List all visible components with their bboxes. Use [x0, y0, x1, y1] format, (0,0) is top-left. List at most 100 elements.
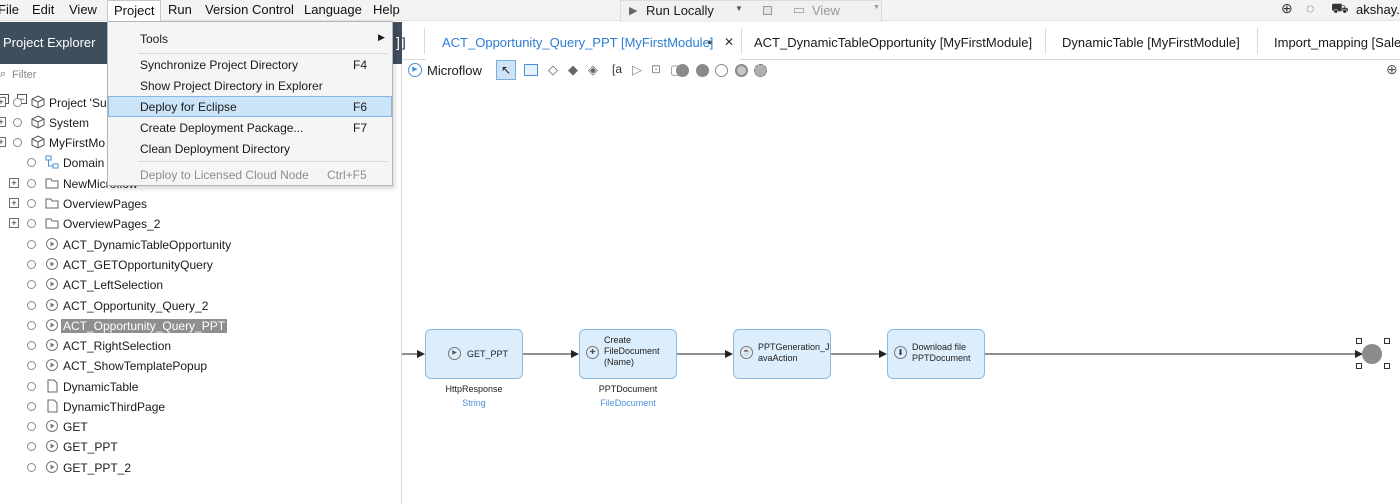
merge-tool-icon[interactable]: ◆ — [568, 62, 578, 77]
flow-node-get-ppt[interactable]: ▶ GET_PPT — [425, 329, 523, 379]
tree-item[interactable]: GET_PPT — [0, 437, 400, 457]
parameter-tool-icon[interactable]: ▷ — [632, 62, 642, 77]
selection-handle[interactable] — [1384, 338, 1390, 344]
menu-item-tools[interactable]: Tools ▶ — [140, 32, 385, 46]
tree-item[interactable]: + Project 'Su — [0, 93, 400, 113]
menu-edit[interactable]: Edit — [32, 2, 55, 17]
expand-icon[interactable]: + — [9, 198, 19, 208]
menu-run[interactable]: Run — [168, 2, 192, 17]
tree-item[interactable]: ACT_ShowTemplatePopup — [0, 356, 400, 376]
tree-item-label: GET_PPT_2 — [63, 461, 132, 475]
menu-project[interactable]: Project — [107, 0, 162, 21]
tree-item[interactable]: GET — [0, 417, 400, 437]
tree-item[interactable]: ACT_Opportunity_Query_PPT — [0, 316, 400, 336]
expand-icon[interactable]: + — [0, 97, 6, 107]
play-icon[interactable]: ▶ — [629, 5, 638, 17]
menu-version-control[interactable]: Version Control — [205, 2, 294, 17]
tree-item[interactable]: ACT_DynamicTableOpportunity — [0, 235, 400, 255]
tree-item[interactable]: + MyFirstMo — [0, 133, 400, 153]
box-icon — [31, 135, 45, 149]
chat-icon[interactable]: ◌ — [1306, 0, 1315, 16]
expand-icon[interactable]: + — [0, 137, 6, 147]
tab-act-opportunity-query-ppt[interactable]: ACT_Opportunity_Query_PPT [MyFirstModule… — [426, 22, 740, 60]
end-event[interactable] — [1362, 344, 1382, 364]
loop-tool-icon[interactable]: ◈ — [588, 62, 598, 77]
tree-item[interactable]: ACT_LeftSelection — [0, 275, 400, 295]
flow-node-create-filedocument[interactable]: ✚ Create FileDocument (Name) — [579, 329, 677, 379]
pointer-tool-icon[interactable]: ↖ — [496, 60, 516, 80]
menu-item-synchronize[interactable]: Synchronize Project Directory F4 — [140, 58, 368, 72]
menu-item-deploy-cloud: Deploy to Licensed Cloud Node Ctrl+F5 — [140, 168, 367, 182]
node-caption: PPTDocument — [598, 384, 658, 394]
microflow-canvas[interactable]: ▶ GET_PPT HttpResponse String ✚ Create F… — [402, 82, 1400, 504]
tree-item[interactable]: ACT_Opportunity_Query_2 — [0, 296, 400, 316]
tab-import-mapping[interactable]: Import_mapping [Sale — [1274, 35, 1400, 50]
tab-previous[interactable]: ] — [402, 35, 406, 50]
tree-item[interactable]: +OverviewPages — [0, 194, 400, 214]
menu-item-clean-directory[interactable]: Clean Deployment Directory — [140, 142, 291, 156]
event-tool-icon[interactable] — [524, 64, 538, 76]
tree-item-label: MyFirstMo — [49, 136, 105, 150]
tree-item-label: Project 'Su — [49, 96, 107, 110]
status-circle-icon — [27, 361, 36, 370]
filter-box[interactable]: ⌕ Filter — [0, 66, 402, 86]
status-circle-icon — [27, 199, 36, 208]
menu-separator — [138, 53, 388, 54]
end-event-icon[interactable] — [676, 64, 689, 77]
menu-item-show-directory[interactable]: Show Project Directory in Explorer — [140, 79, 323, 93]
selection-handle[interactable] — [1356, 338, 1362, 344]
expand-icon[interactable]: + — [0, 117, 6, 127]
explorer-bracket: ] — [396, 34, 400, 50]
tree-item[interactable]: +OverviewPages_2 — [0, 214, 400, 234]
tab-dynamictable[interactable]: DynamicTable [MyFirstModule] — [1062, 35, 1240, 50]
selection-handle[interactable] — [1384, 363, 1390, 369]
activity-tool-icon[interactable]: ⊡ — [651, 62, 662, 76]
status-circle-icon — [13, 98, 22, 107]
status-circle-icon — [27, 158, 36, 167]
node-label: avaAction — [758, 353, 798, 363]
tree-item[interactable]: DynamicThirdPage — [0, 397, 400, 417]
menu-view[interactable]: View — [69, 2, 97, 17]
tree-item[interactable]: ACT_GETOpportunityQuery — [0, 255, 400, 275]
view-button[interactable]: View — [812, 3, 840, 18]
menu-help[interactable]: Help — [373, 2, 400, 17]
expand-icon[interactable]: + — [9, 178, 19, 188]
continue-event-icon[interactable] — [715, 64, 728, 77]
flow-node-ppt-generation[interactable]: ☕ PPTGeneration_J avaAction — [733, 329, 831, 379]
microflow-toolbar: ▶ Microflow ↖ ◇ ◆ ◈ [a ▷ ⊡ ▢ ⊕ — [402, 60, 1400, 82]
tree-item[interactable]: DynamicTable — [0, 377, 400, 397]
stop-icon[interactable] — [763, 6, 772, 15]
menu-item-deploy-eclipse[interactable]: Deploy for Eclipse F6 — [108, 96, 392, 117]
user-name[interactable]: akshay.c — [1356, 2, 1400, 17]
node-label: Download file — [912, 342, 967, 352]
tab-act-dynamictableopportunity[interactable]: ACT_DynamicTableOpportunity [MyFirstModu… — [754, 35, 1033, 50]
status-circle-icon — [27, 463, 36, 472]
run-locally-button[interactable]: Run Locally — [646, 3, 714, 18]
tree-item-label: ACT_DynamicTableOpportunity — [63, 238, 232, 252]
tree-item[interactable]: +System — [0, 113, 400, 133]
split-tool-icon[interactable]: ◇ — [548, 62, 558, 77]
close-icon[interactable]: ✕ — [724, 35, 735, 49]
break-event-icon[interactable] — [735, 64, 748, 77]
zoom-icon[interactable]: ⊕ — [1386, 61, 1398, 77]
expand-icon[interactable]: + — [9, 218, 19, 228]
folder-icon — [45, 196, 59, 210]
tree-item[interactable]: ACT_RightSelection — [0, 336, 400, 356]
menu-item-create-package[interactable]: Create Deployment Package... F7 — [140, 121, 368, 135]
chevron-down-icon[interactable]: ▼ — [735, 4, 743, 13]
cart-icon[interactable]: ⛟ — [1331, 0, 1349, 16]
tree-item[interactable]: GET_PPT_2 — [0, 458, 400, 478]
chevron-down-icon[interactable]: ▼ — [873, 4, 880, 11]
monitor-icon: ▭ — [793, 2, 806, 17]
settings-event-icon[interactable] — [754, 64, 767, 77]
globe-icon[interactable]: ⊕ — [1281, 0, 1293, 16]
menu-language[interactable]: Language — [304, 2, 362, 17]
status-circle-icon — [27, 442, 36, 451]
error-event-icon[interactable] — [696, 64, 709, 77]
annotation-tool-icon[interactable]: [a — [612, 62, 623, 76]
selection-handle[interactable] — [1356, 363, 1362, 369]
menu-file[interactable]: File — [0, 2, 19, 17]
node-label: (Name) — [604, 357, 635, 367]
flow-node-download-file[interactable]: ⬇ Download file PPTDocument — [887, 329, 985, 379]
filter-input[interactable]: Filter — [12, 69, 37, 81]
